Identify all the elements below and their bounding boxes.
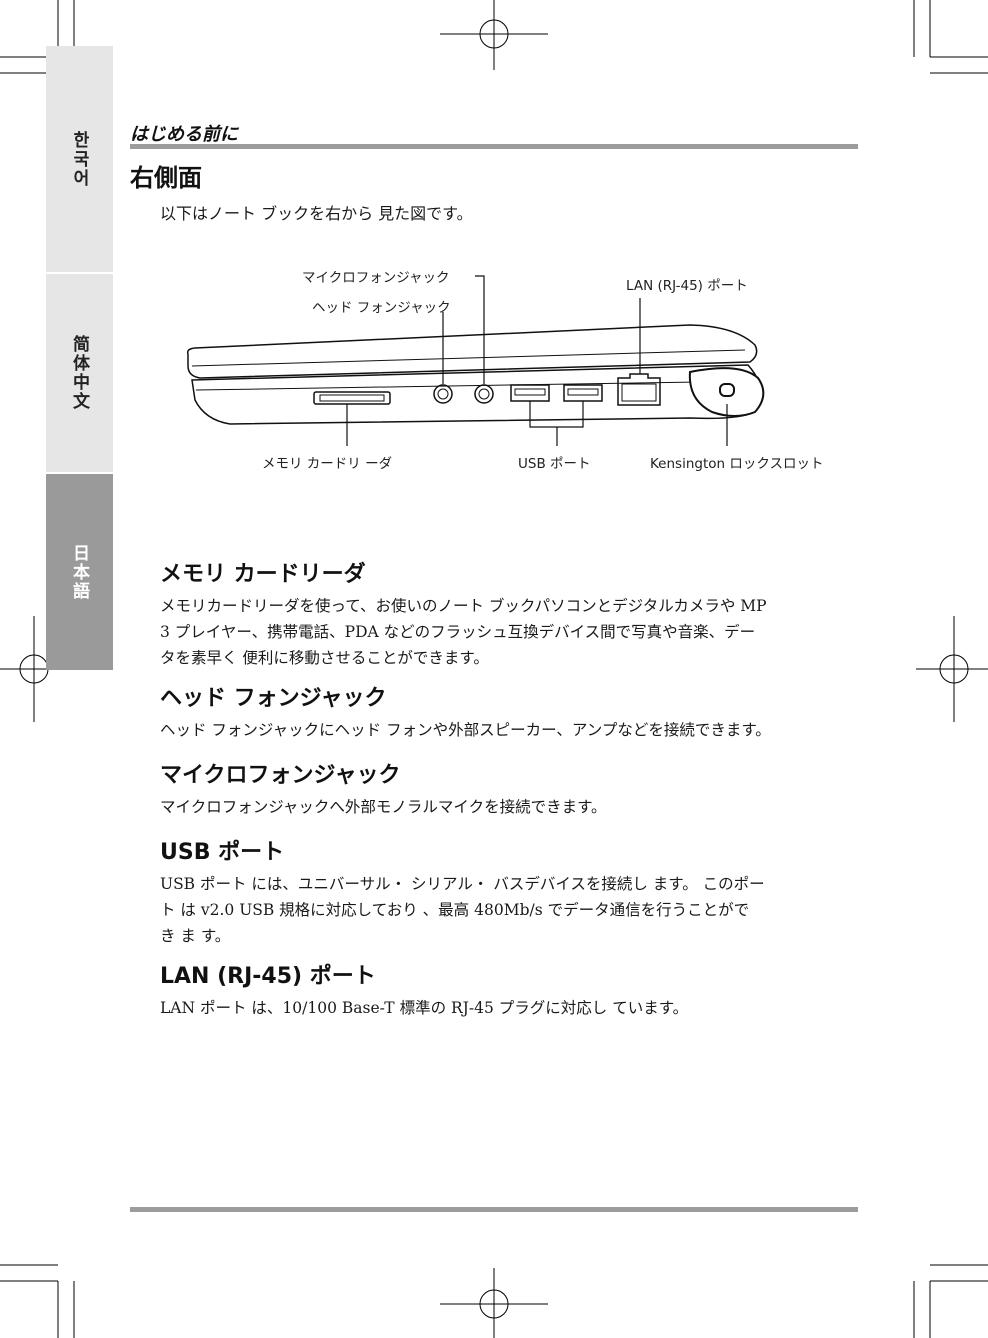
label-microphone-jack: マイクロフォンジャック [302,270,450,286]
para-line: タを素早く 便利に移動させることができます。 [160,649,489,667]
label-card-reader: メモリ カードリ ーダ [262,456,393,472]
para-lan: LAN ポート は、10/100 Base-T 標準の RJ-45 プラグに対応… [160,995,858,1021]
para-line: LAN ポート は、10/100 Base-T 標準の RJ-45 プラグに対応… [160,999,689,1017]
heading-lan: LAN (RJ-45) ポート [160,964,376,989]
para-line: き ま す。 [160,927,231,945]
page-title: 右側面 [130,164,202,192]
tab-korean[interactable]: 한국어 [46,46,113,272]
heading-microphone: マイクロフォンジャック [160,763,401,788]
para-line: ヘッド フォンジャックにヘッド フォンや外部スピーカー、アンプなどを接続できます… [160,721,771,739]
label-usb-port: USB ポート [518,456,591,472]
section-header: はじめる前に [130,124,238,145]
para-card-reader: メモリカードリーダを使って、お使いのノート ブックパソコンとデジタルカメラや M… [160,593,858,671]
tab-chinese-label: 简体中文 [69,335,89,411]
label-headphone-jack: ヘッド フォンジャック [312,300,451,316]
para-microphone: マイクロフォンジャックへ外部モノラルマイクを接続できます。 [160,794,858,820]
para-line: ト は v2.0 USB 規格に対応しており 、最高 480Mb/s でデータ通… [160,901,750,919]
para-line: 3 プレイヤー、携帯電話、PDA などのフラッシュ互換デバイス間で写真や音楽、デ… [160,623,756,641]
tab-japanese-label: 日本語 [69,543,89,601]
tab-japanese[interactable]: 日本語 [46,472,113,670]
tab-chinese[interactable]: 简体中文 [46,272,113,472]
intro-text: 以下はノート ブックを右から 見た図です。 [160,204,473,223]
heading-card-reader: メモリ カードリーダ [160,562,366,587]
header-rule [130,144,858,149]
heading-headphone: ヘッド フォンジャック [160,686,387,711]
para-usb: USB ポート には、ユニバーサル・ シリアル・ バスデバイスを接続し ます。 … [160,871,858,949]
para-line: マイクロフォンジャックへ外部モノラルマイクを接続できます。 [160,798,607,816]
label-kensington-slot: Kensington ロックスロット [650,456,824,472]
tab-korean-label: 한국어 [69,130,89,188]
para-line: USB ポート には、ユニバーサル・ シリアル・ バスデバイスを接続し ます。 … [160,875,765,893]
heading-usb: USB ポート [160,840,285,865]
para-line: メモリカードリーダを使って、お使いのノート ブックパソコンとデジタルカメラや M… [160,597,767,615]
label-lan-port: LAN (RJ-45) ポート [626,278,748,294]
para-headphone: ヘッド フォンジャックにヘッド フォンや外部スピーカー、アンプなどを接続できます… [160,717,858,743]
footer-rule [130,1207,858,1212]
